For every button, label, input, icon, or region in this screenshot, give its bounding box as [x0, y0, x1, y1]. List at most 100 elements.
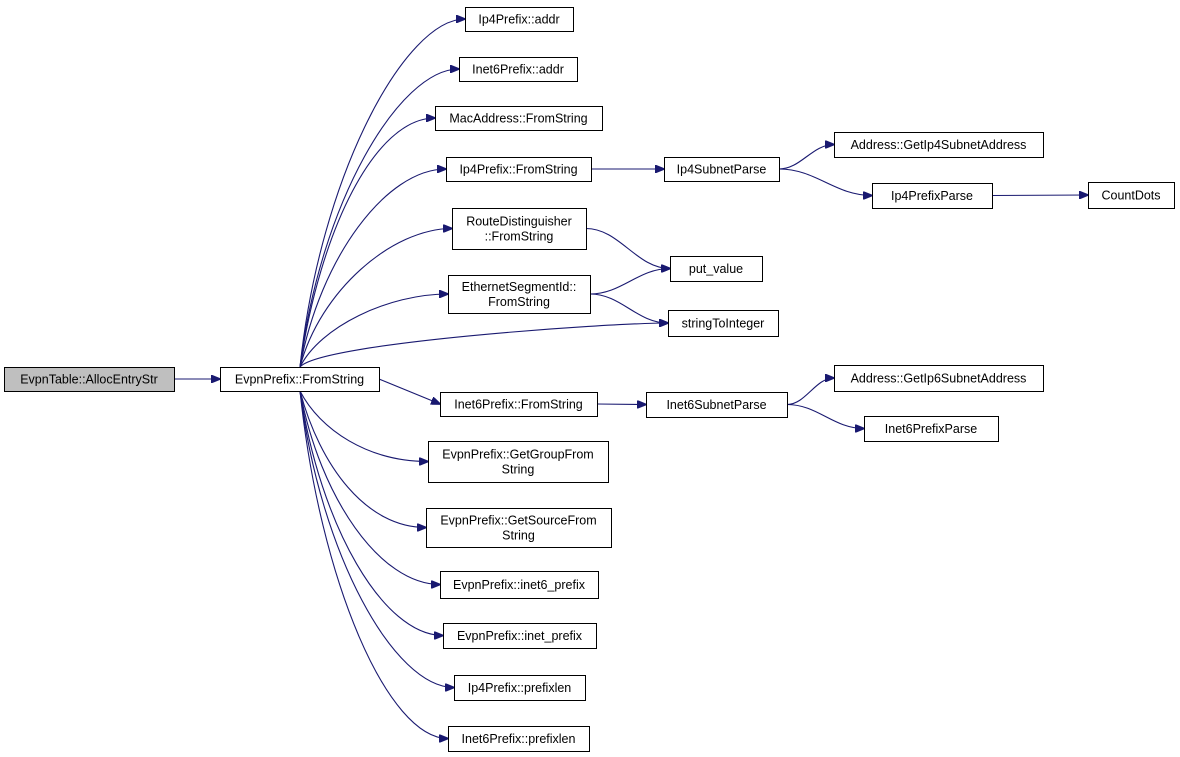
node-label: stringToInteger — [682, 317, 765, 331]
node-evpnprefix-fromstring[interactable]: EvpnPrefix::FromString — [220, 367, 380, 392]
node-box — [440, 571, 599, 599]
node-box — [443, 623, 597, 649]
node-evpntable-allocentrystr: EvpnTable::AllocEntryStr — [4, 367, 175, 392]
edge-path — [299, 323, 668, 368]
edge-path — [299, 390, 440, 585]
node-ip4prefix-addr[interactable]: Ip4Prefix::addr — [465, 7, 574, 32]
node-evpnprefix-inet6-prefix[interactable]: EvpnPrefix::inet6_prefix — [440, 571, 599, 599]
node-box — [440, 392, 598, 417]
edge-fromstring-to-ip4len — [299, 390, 454, 688]
edge-rdfrom-to-putvalue — [585, 227, 670, 269]
node-box — [448, 726, 590, 752]
node-box — [670, 256, 763, 282]
node-box — [834, 365, 1044, 392]
node-box — [4, 367, 175, 392]
edge-path — [299, 229, 452, 368]
edge-ip4subnet-to-getip4 — [778, 145, 834, 170]
node-ethernetsegmentid-fromstring[interactable]: EthernetSegmentId::FromString — [448, 275, 591, 314]
edge-path — [299, 390, 443, 636]
edge-path — [299, 19, 465, 368]
node-label: EvpnPrefix::GetGroupFrom — [442, 448, 593, 462]
node-label: EvpnPrefix::inet6_prefix — [453, 578, 586, 592]
edge-path — [596, 404, 646, 405]
edge-fromstring-to-inet6from — [378, 378, 440, 404]
edge-fromstring-to-stoi — [299, 323, 668, 368]
node-label: EvpnPrefix::FromString — [235, 373, 364, 387]
node-label: Ip4SubnetParse — [677, 163, 767, 177]
node-label: RouteDistinguisher — [466, 215, 572, 229]
node-label: EthernetSegmentId:: — [462, 280, 577, 294]
node-label: Inet6Prefix::prefixlen — [462, 732, 576, 746]
node-ip4prefixparse[interactable]: Ip4PrefixParse — [872, 183, 993, 209]
edge-fromstring-to-ip4from — [299, 169, 446, 368]
edge-fromstring-to-inet6pfx — [299, 390, 440, 585]
node-macaddress-fromstring[interactable]: MacAddress::FromString — [435, 106, 603, 131]
node-label: Inet6SubnetParse — [666, 398, 766, 412]
edge-fromstring-to-macfrom — [299, 118, 435, 368]
node-address-getip4subnetaddress[interactable]: Address::GetIp4SubnetAddress — [834, 132, 1044, 158]
edge-path — [778, 145, 834, 170]
node-ip4prefix-prefixlen[interactable]: Ip4Prefix::prefixlen — [454, 675, 586, 701]
node-inet6prefixparse[interactable]: Inet6PrefixParse — [864, 416, 999, 442]
node-label: Ip4Prefix::FromString — [459, 163, 577, 177]
edge-path — [299, 390, 448, 739]
node-label: ::FromString — [485, 230, 554, 244]
node-address-getip6subnetaddress[interactable]: Address::GetIp6SubnetAddress — [834, 365, 1044, 392]
edge-inet6subnet-to-getip6 — [786, 378, 834, 406]
edge-fromstring-to-inet6addr — [299, 69, 459, 368]
node-box — [465, 7, 574, 32]
node-label: CountDots — [1101, 189, 1160, 203]
node-routedistinguisher-fromstring[interactable]: RouteDistinguisher::FromString — [452, 208, 587, 250]
node-label: String — [502, 529, 535, 543]
edge-path — [991, 195, 1088, 196]
node-box — [452, 208, 587, 250]
node-box — [872, 183, 993, 209]
node-inet6subnetparse[interactable]: Inet6SubnetParse — [646, 392, 788, 418]
node-label: put_value — [689, 262, 743, 276]
edge-path — [786, 403, 864, 429]
node-label: MacAddress::FromString — [449, 112, 587, 126]
edge-path — [299, 69, 459, 368]
edge-path — [299, 118, 435, 368]
edge-path — [378, 378, 440, 404]
node-inet6prefix-fromstring[interactable]: Inet6Prefix::FromString — [440, 392, 598, 417]
node-box — [220, 367, 380, 392]
edge-fromstring-to-getsource — [299, 390, 426, 528]
node-inet6prefix-addr[interactable]: Inet6Prefix::addr — [459, 57, 578, 82]
node-countdots[interactable]: CountDots — [1088, 182, 1175, 209]
node-label: Inet6Prefix::FromString — [454, 398, 583, 412]
node-box — [1088, 182, 1175, 209]
node-box — [459, 57, 578, 82]
node-stringtointeger[interactable]: stringToInteger — [668, 310, 779, 337]
node-box — [864, 416, 999, 442]
node-label: Address::GetIp6SubnetAddress — [851, 372, 1027, 386]
edge-fromstring-to-esifrom — [299, 294, 448, 368]
edge-path — [299, 390, 426, 528]
edge-path — [299, 390, 454, 688]
edge-path — [778, 168, 872, 196]
edge-path — [589, 293, 668, 323]
node-label: Ip4Prefix::prefixlen — [468, 681, 572, 695]
node-label: EvpnPrefix::GetSourceFrom — [440, 514, 596, 528]
node-box — [446, 157, 592, 182]
edge-path — [299, 390, 428, 462]
node-evpnprefix-inet-prefix[interactable]: EvpnPrefix::inet_prefix — [443, 623, 597, 649]
node-label: Inet6Prefix::addr — [472, 63, 564, 77]
edge-path — [589, 269, 670, 295]
edge-fromstring-to-inet6len — [299, 390, 448, 739]
node-box — [664, 157, 780, 182]
node-label: EvpnTable::AllocEntryStr — [20, 373, 158, 387]
node-inet6prefix-prefixlen[interactable]: Inet6Prefix::prefixlen — [448, 726, 590, 752]
node-ip4subnetparse[interactable]: Ip4SubnetParse — [664, 157, 780, 182]
edge-esifrom-to-putvalue — [589, 269, 670, 295]
node-box — [834, 132, 1044, 158]
edge-ip4subnet-to-ip4parse — [778, 168, 872, 196]
node-put-value[interactable]: put_value — [670, 256, 763, 282]
node-label: EvpnPrefix::inet_prefix — [457, 629, 583, 643]
node-box — [426, 508, 612, 548]
node-ip4prefix-fromstring[interactable]: Ip4Prefix::FromString — [446, 157, 592, 182]
node-box — [454, 675, 586, 701]
